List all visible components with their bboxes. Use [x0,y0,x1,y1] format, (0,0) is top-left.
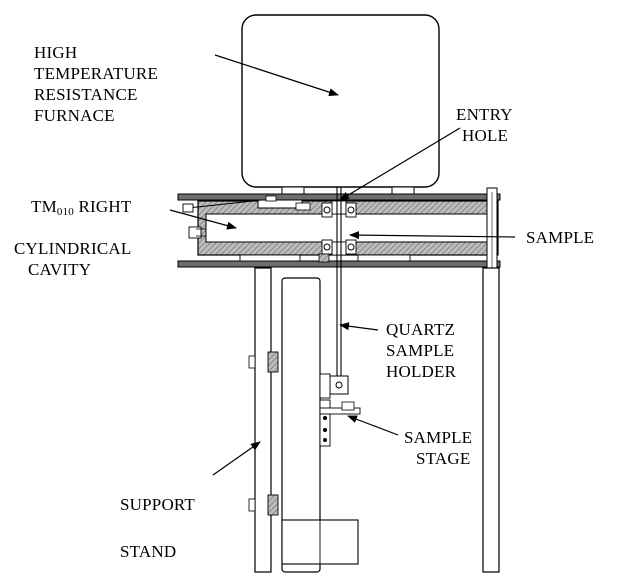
furnace-label-line-1: HIGH [34,43,78,62]
cavity-label-right: RIGHT [74,197,132,216]
cavity-label-line-1: TM010 RIGHT [14,196,132,218]
sample-stage [319,373,361,447]
cavity-label-mode-subscript: 010 [56,206,75,218]
entry-hole-label: ENTRY HOLE [456,104,513,146]
sample-stage-arrow [347,415,399,436]
sample-stage-label-line-1: SAMPLE [404,428,473,447]
stand-label-text: STAND [120,542,177,561]
cavity-label-line-3: CAVITY [28,260,92,279]
furnace-foot-right [391,186,415,195]
sample-label: SAMPLE [526,227,594,248]
quartz-holder-label: QUARTZ SAMPLE HOLDER [386,319,456,382]
bottom-plate [177,260,501,268]
entry-hole-label-line-2: HOLE [462,126,509,145]
entry-hole-arrow [339,127,461,201]
cavity-label: TM010 RIGHT CYLINDRICAL CAVITY [14,196,131,280]
furnace-label-line-3: RESISTANCE [34,85,138,104]
support-label: SUPPORT [120,494,195,515]
furnace-body [241,14,440,188]
top-plate [177,193,501,201]
central-support-column [281,277,359,573]
cavity-label-tm: TM [31,197,57,216]
support-arrow [212,441,261,476]
sample-label-text: SAMPLE [526,228,595,247]
right-support-leg [482,267,500,573]
cylindrical-cavity [197,200,499,256]
furnace-foot-left [281,186,305,195]
support-label-text: SUPPORT [120,495,196,514]
sample-stage-label: SAMPLE STAGE [404,427,472,469]
quartz-holder-label-line-1: QUARTZ [386,320,456,339]
quartz-holder-arrow [339,322,379,331]
sample-stage-label-line-2: STAGE [416,449,471,468]
furnace-arrow [214,54,339,97]
sample-arrow [349,231,516,240]
quartz-holder-label-line-3: HOLDER [386,362,457,381]
stand-label: STAND [120,541,176,562]
cavity-arrow [169,209,237,230]
left-support-leg [248,267,279,573]
furnace-label-line-2: TEMPERATURE [34,64,159,83]
quartz-holder-label-line-2: SAMPLE [386,341,455,360]
furnace-label: HIGH TEMPERATURE RESISTANCE FURNACE [34,42,158,126]
entry-hole-label-line-1: ENTRY [456,105,513,124]
cavity-label-line-2: CYLINDRICAL [14,239,132,258]
furnace-label-line-4: FURNACE [34,106,115,125]
quartz-sample-holder [329,187,349,395]
